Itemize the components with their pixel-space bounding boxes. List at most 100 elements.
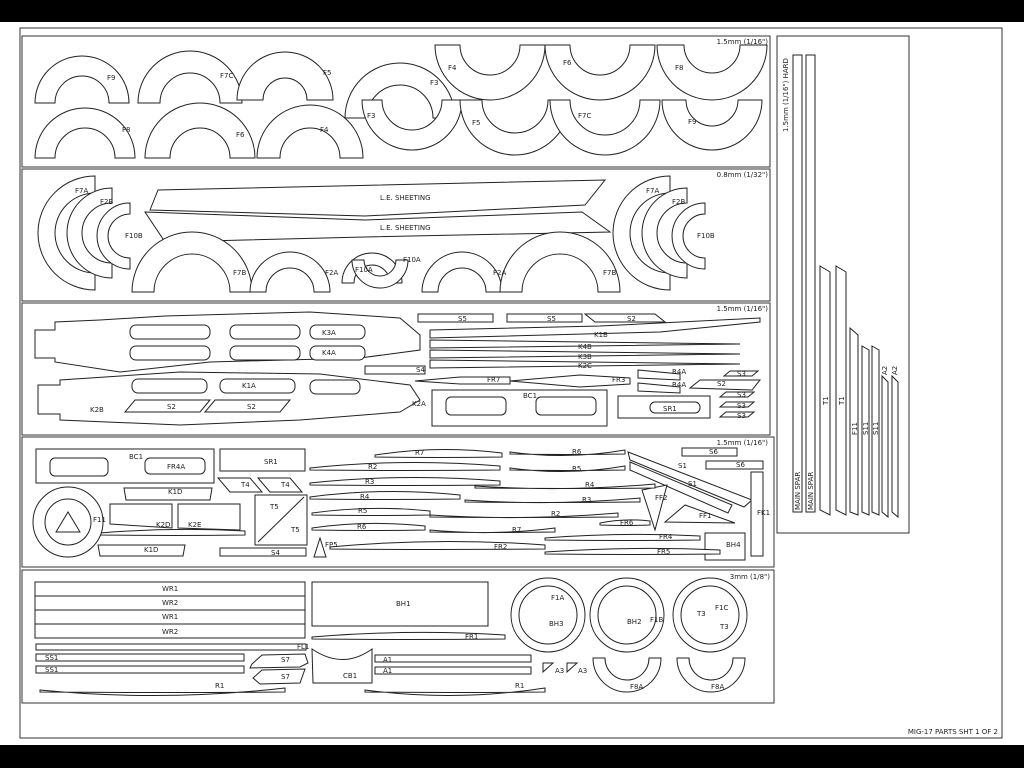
part-label: BC1 — [129, 453, 143, 461]
rib-part — [464, 497, 641, 504]
a1-part — [374, 666, 532, 675]
part-label: F9 — [107, 74, 115, 82]
part-label: K1D — [168, 488, 182, 496]
k4b-part — [429, 339, 741, 349]
part-label: S5 — [547, 315, 556, 323]
part-label: S5 — [458, 315, 467, 323]
bulkhead-half-ring — [96, 202, 131, 270]
part-label: FR4 — [659, 533, 673, 541]
part-label: K1B — [594, 331, 608, 339]
title-block: MIG-17 PARTS SHT 1 OF 2 — [908, 728, 998, 736]
part-label: S4 — [271, 549, 280, 557]
part-label: R4 — [360, 493, 370, 501]
part-label: FR3 — [612, 376, 625, 384]
part-label: R7 — [415, 449, 424, 457]
part-label: R2 — [551, 510, 560, 518]
rib-part — [364, 687, 546, 697]
generated-part-outlines — [32, 44, 768, 697]
part-label: FL1 — [297, 643, 309, 651]
bulkhead-half-ring — [351, 259, 409, 289]
s6-part — [705, 460, 764, 470]
window-cutout — [445, 396, 507, 416]
part-label: S6 — [709, 448, 718, 456]
main-spar-part — [792, 54, 803, 513]
part-label: F8 — [122, 126, 130, 134]
window-cutout — [129, 324, 211, 340]
section-3-thickness: 1.5mm (1/16") — [717, 305, 769, 313]
part-label: T3 — [696, 610, 706, 618]
bulkhead-half-ring — [544, 44, 656, 101]
section-1-panel — [21, 35, 771, 168]
a2-part — [881, 374, 889, 519]
part-label: F1C — [715, 604, 728, 612]
rib-part — [474, 483, 656, 490]
part-label: F8A — [630, 683, 643, 691]
part-label: F5 — [472, 119, 480, 127]
rib-part — [374, 448, 503, 458]
s4-part — [219, 547, 307, 557]
bulkhead-half-ring — [249, 251, 331, 293]
part-label: F10A — [403, 256, 421, 264]
part-label: T4 — [240, 481, 250, 489]
s3-part — [718, 391, 756, 398]
part-label: FR1 — [465, 633, 478, 641]
bulkhead-half-ring — [34, 107, 136, 159]
part-label: S1 — [688, 480, 697, 488]
bulkhead-half-ring — [131, 231, 253, 293]
f11-part — [849, 326, 859, 516]
spar-part-label: T1 — [822, 396, 830, 406]
part-label: SR1 — [264, 458, 278, 466]
part-label: K2C — [578, 362, 592, 370]
rib-part — [39, 687, 286, 697]
part-label: R3 — [365, 478, 374, 486]
part-label: K4B — [578, 343, 592, 351]
part-label: FR5 — [657, 548, 670, 556]
spar-panel-thickness: 1.5mm (1/16") HARD — [782, 58, 790, 132]
bulkhead-half-ring — [671, 202, 706, 270]
rib-part — [311, 522, 426, 531]
part-label: K3A — [322, 329, 336, 337]
part-label: S2 — [247, 403, 256, 411]
part-label: S3 — [737, 412, 746, 420]
s3-part — [722, 370, 760, 377]
part-label: F3 — [430, 79, 438, 87]
part-label: F3 — [367, 112, 375, 120]
part-label: F4 — [448, 64, 457, 72]
a3-part — [566, 662, 579, 674]
part-label: T5 — [269, 503, 279, 511]
rib-part — [544, 547, 721, 555]
part-label: F6 — [563, 59, 572, 67]
part-label: FP5 — [325, 541, 338, 549]
part-label: R4A — [672, 381, 686, 389]
part-label: F10A — [355, 266, 373, 274]
part-label: FR7 — [487, 376, 500, 384]
rib-part — [544, 533, 701, 541]
rib-part — [311, 631, 506, 640]
part-label: BH4 — [726, 541, 741, 549]
rib-part — [509, 449, 626, 457]
spar-part-label: A2 — [881, 366, 889, 375]
bulkhead-half-ring — [66, 187, 113, 279]
part-label: L.E. SHEETING — [380, 224, 431, 232]
part-label: S7 — [281, 656, 290, 664]
part-label: K1A — [242, 382, 256, 390]
part-label: FR6 — [620, 519, 634, 527]
fr4a-slot — [144, 457, 206, 475]
s1-part — [629, 461, 733, 514]
part-label: S3 — [737, 370, 746, 378]
bulkhead-half-ring — [592, 657, 662, 693]
part-label: F6 — [236, 131, 245, 139]
part-label: R5 — [358, 507, 367, 515]
part-label: K2E — [188, 521, 201, 529]
part-label: R3 — [582, 496, 591, 504]
rib-part — [309, 461, 501, 471]
k2e-part — [177, 503, 241, 531]
s1-part — [627, 451, 753, 508]
rib-part — [309, 476, 501, 486]
part-label: BC1 — [523, 392, 537, 400]
s7-part — [249, 653, 309, 669]
part-label: K3B — [578, 353, 592, 361]
part-label: F2A — [493, 269, 506, 277]
